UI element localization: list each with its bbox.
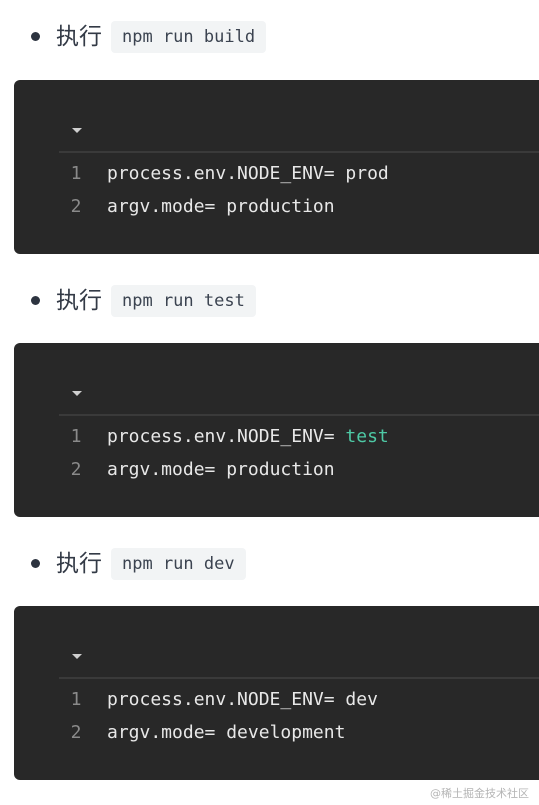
line-number: 2 [70, 722, 82, 743]
line-number: 2 [70, 459, 82, 480]
bullet-icon [31, 296, 40, 305]
code-line: 2 argv.mode= development [14, 718, 539, 748]
code-value: dev [345, 689, 378, 710]
code-text: process.env.NODE_ENV= dev [107, 685, 378, 715]
code-text: process.env.NODE_ENV= test [107, 422, 389, 452]
line-number: 2 [70, 196, 82, 217]
code-value: test [345, 426, 389, 447]
watermark: @稀土掘金技术社区 [430, 787, 529, 800]
code-text: argv.mode= development [107, 718, 345, 748]
code-divider [59, 414, 539, 416]
code-line: 1 process.env.NODE_ENV= test [14, 422, 539, 452]
collapse-caret-icon[interactable] [72, 128, 82, 133]
code-key: process.env.NODE_ENV= [107, 426, 346, 447]
inline-command: npm run dev [111, 548, 246, 580]
line-number: 1 [70, 163, 82, 184]
collapse-caret-icon[interactable] [72, 654, 82, 659]
bullet-icon [31, 559, 40, 568]
step-item: 执行 npm run test [0, 281, 539, 321]
inline-command: npm run test [111, 285, 256, 317]
code-line: 1 process.env.NODE_ENV= prod [14, 159, 539, 189]
code-key: process.env.NODE_ENV= [107, 689, 346, 710]
code-line: 2 argv.mode= production [14, 192, 539, 222]
code-text: argv.mode= production [107, 192, 335, 222]
code-key: argv.mode= [107, 459, 227, 480]
collapse-caret-icon[interactable] [72, 391, 82, 396]
code-value: production [226, 459, 335, 480]
code-divider [59, 151, 539, 153]
step-label: 执行 [56, 24, 102, 50]
code-line: 2 argv.mode= production [14, 455, 539, 485]
bullet-icon [31, 32, 40, 41]
step-label: 执行 [56, 288, 102, 314]
code-value: development [226, 722, 346, 743]
inline-command: npm run build [111, 21, 267, 53]
line-number: 1 [70, 426, 82, 447]
code-block: 1 process.env.NODE_ENV= dev 2 argv.mode=… [14, 606, 539, 780]
code-line: 1 process.env.NODE_ENV= dev [14, 685, 539, 715]
code-value: production [226, 196, 335, 217]
code-text: argv.mode= production [107, 455, 335, 485]
code-divider [59, 677, 539, 679]
step-item: 执行 npm run dev [0, 544, 539, 584]
code-block: 1 process.env.NODE_ENV= test 2 argv.mode… [14, 343, 539, 517]
step-item: 执行 npm run build [0, 17, 539, 57]
code-block: 1 process.env.NODE_ENV= prod 2 argv.mode… [14, 80, 539, 254]
code-key: argv.mode= [107, 722, 227, 743]
code-key: process.env.NODE_ENV= [107, 163, 346, 184]
line-number: 1 [70, 689, 82, 710]
code-key: argv.mode= [107, 196, 227, 217]
step-label: 执行 [56, 551, 102, 577]
code-value: prod [345, 163, 389, 184]
code-text: process.env.NODE_ENV= prod [107, 159, 389, 189]
